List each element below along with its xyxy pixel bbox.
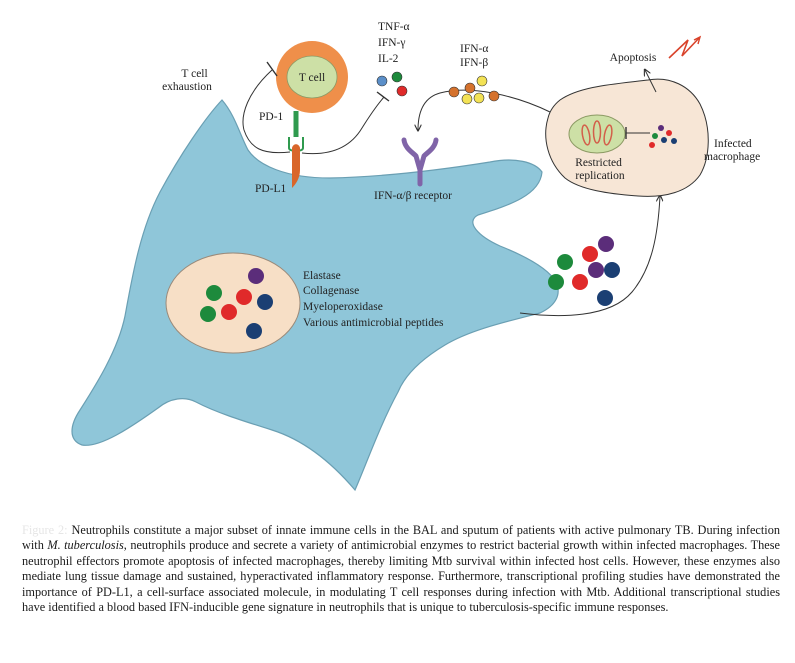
neutrophil-cell: [71, 99, 559, 492]
cytokine-label: IL-2: [378, 53, 399, 65]
cytokine-bar: [376, 91, 390, 102]
neutrophil-diagram: Elastase Collagenase Myeloperoxidase Var…: [71, 21, 760, 492]
ifn-molecule: [464, 82, 476, 94]
caption-text: Neutrophils constitute a major subset of…: [22, 523, 781, 553]
granule-green: [200, 306, 216, 322]
ifn-molecule: [448, 86, 460, 98]
secreted-granule-navy: [604, 262, 620, 278]
lightning-arrowhead: [693, 35, 702, 45]
ifn-receptor: [401, 137, 439, 187]
macrophage-granule: [661, 137, 667, 143]
ifn-molecule: [476, 75, 488, 87]
cytokine-inhibition: [301, 96, 385, 155]
bacteria-vacuole: [568, 114, 626, 154]
granule-red: [221, 304, 237, 320]
ifn-arrow: [418, 89, 551, 130]
macrophage-granule: [671, 138, 677, 144]
infected-macrophage-label: Infected macrophage: [704, 138, 760, 163]
cytokine-molecule: [396, 85, 408, 97]
secreted-granule-purple: [588, 262, 604, 278]
infected-macrophage: [545, 78, 709, 197]
secreted-granule-navy: [597, 290, 613, 306]
mtb-bacterium: [603, 124, 613, 146]
ifn-molecule: [488, 90, 500, 102]
ifn-molecule: [461, 93, 473, 105]
enzyme-label: Elastase: [303, 270, 341, 282]
caption-text: , neutrophils produce and secrete a vari…: [22, 538, 780, 615]
cytokine-label: IFN-γ: [378, 37, 405, 49]
mtb-bacterium: [592, 120, 602, 144]
exhaustion-bar: [266, 61, 278, 77]
secreted-granule-green: [548, 274, 564, 290]
enzyme-label: Various antimicrobial peptides: [303, 317, 444, 329]
macrophage-granule: [658, 125, 664, 131]
enzyme-label: Myeloperoxidase: [303, 301, 383, 313]
lightning-icon: [668, 36, 701, 59]
enzyme-label: Collagenase: [303, 285, 359, 297]
granule-green: [206, 285, 222, 301]
restricted-replication-label: Restricted replication: [575, 157, 625, 182]
ifn-receptor-label: IFN-α/β receptor: [374, 190, 452, 202]
granule-purple: [248, 268, 264, 284]
pd1-label: PD-1: [259, 111, 284, 123]
macrophage-granule: [649, 142, 655, 148]
figure-caption: Figure 2: Neutrophils constitute a major…: [22, 523, 780, 615]
granule-navy: [246, 323, 262, 339]
apoptosis-label: Apoptosis: [610, 52, 657, 64]
granule-navy: [257, 294, 273, 310]
secretion-arrow: [519, 196, 660, 317]
secreted-granule-red: [572, 274, 588, 290]
secreted-granule-purple: [598, 236, 614, 252]
cytokine-molecule: [391, 71, 403, 83]
mtb-bacterium: [581, 124, 591, 146]
secreted-granule-red: [582, 246, 598, 262]
ifn-label: IFN-α: [460, 43, 488, 55]
pdl1-label: PD-L1: [255, 183, 287, 195]
caption-species: M. tuberculosis: [47, 538, 124, 553]
macrophage-granule: [666, 130, 672, 136]
granule-sac: [165, 252, 301, 354]
macrophage-granule: [652, 133, 658, 139]
t-cell-label: T cell: [299, 72, 325, 84]
t-cell-nucleus: [286, 55, 338, 99]
ifn-label: IFN-β: [460, 57, 488, 69]
t-cell-exhaustion-label: T cell exhaustion: [162, 68, 212, 93]
cytokine-label: TNF-α: [378, 21, 410, 33]
exhaustion-inhibition: [242, 69, 291, 154]
apoptosis-arrow: [645, 70, 657, 93]
ifn-molecule: [473, 92, 485, 104]
figure-label: Figure 2:: [22, 523, 68, 537]
secreted-granule-green: [557, 254, 573, 270]
pdl1-ligand: [292, 144, 300, 188]
granule-red: [236, 289, 252, 305]
cytokine-molecule: [376, 75, 388, 87]
